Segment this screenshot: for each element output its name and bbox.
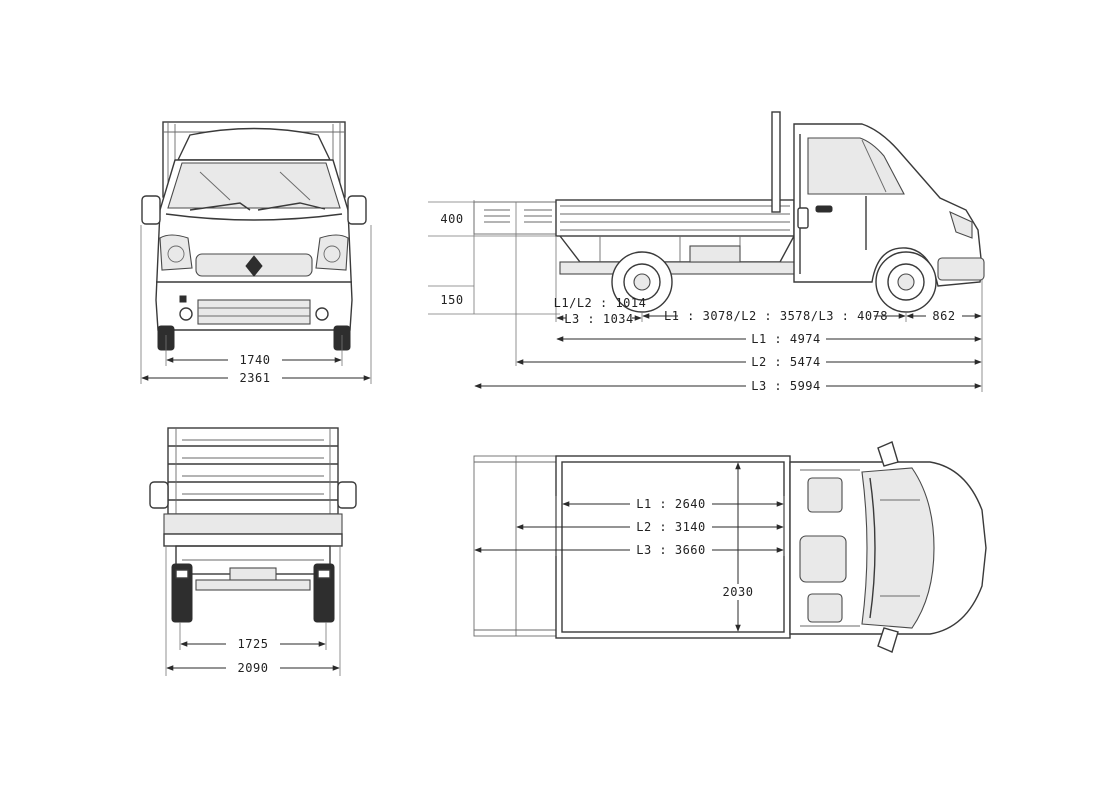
length-l1-label: L1 : 4974 bbox=[751, 332, 821, 346]
rear-overhang-l3-label: L3 : 1034 bbox=[564, 312, 634, 326]
platform-l3-label: L3 : 3660 bbox=[636, 543, 706, 557]
platform-width-label: 2030 bbox=[723, 585, 754, 599]
rear-overhang-l1l2-label: L1/L2 : 1014 bbox=[554, 296, 647, 310]
top-view: L1 : 2640 L2 : 3140 L3 : 3660 2030 bbox=[473, 441, 987, 653]
length-l2-label: L2 : 5474 bbox=[751, 355, 821, 369]
rear-track-label: 1725 bbox=[238, 637, 269, 651]
front-overhang-label: 862 bbox=[932, 309, 955, 323]
side-view: 400 150 bbox=[428, 111, 985, 394]
wheelbase-label: L1 : 3078/L2 : 3578/L3 : 4078 bbox=[664, 309, 888, 323]
front-inner-track-label: 1740 bbox=[240, 353, 271, 367]
front-overall-width-label: 2361 bbox=[240, 371, 271, 385]
chassis-height-label: 150 bbox=[440, 293, 463, 307]
platform-l2-label: L2 : 3140 bbox=[636, 520, 706, 534]
length-l3-label: L3 : 5994 bbox=[751, 379, 821, 393]
rear-width-label: 2090 bbox=[238, 661, 269, 675]
platform-l1-label: L1 : 2640 bbox=[636, 497, 706, 511]
deck-height-label: 400 bbox=[440, 212, 463, 226]
front-view: 1740 2361 bbox=[140, 121, 372, 386]
rear-view: 1725 2090 bbox=[149, 427, 357, 676]
